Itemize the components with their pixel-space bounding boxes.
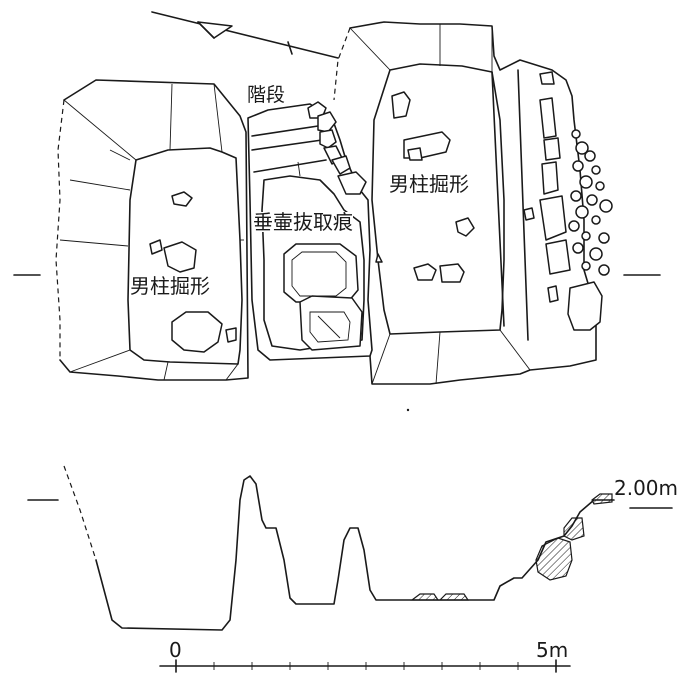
stone <box>579 175 593 189</box>
stone <box>568 220 580 232</box>
stone <box>163 241 197 273</box>
stone <box>299 295 363 351</box>
stone <box>598 264 610 276</box>
stone <box>575 141 589 155</box>
right-pit-outline <box>333 21 597 385</box>
scale-bar <box>159 659 571 673</box>
stone <box>407 147 423 161</box>
stone <box>586 194 598 206</box>
stone <box>543 137 561 161</box>
stone <box>149 239 163 255</box>
stone <box>439 263 465 283</box>
stone <box>375 253 383 263</box>
stone <box>171 311 223 353</box>
label-pillar-pit-left: 男柱掘形 <box>130 274 210 298</box>
stone <box>584 150 596 162</box>
scale-end-label: 5m <box>536 638 569 662</box>
stone <box>317 111 337 133</box>
north-arrow <box>151 11 339 59</box>
section-stone-hatched <box>591 493 613 505</box>
stone <box>591 215 601 225</box>
stone <box>539 97 557 139</box>
label-removal-trace: 垂壷抜取痕 <box>253 210 353 234</box>
stone <box>581 231 591 241</box>
stone <box>575 205 589 219</box>
stone <box>413 263 437 281</box>
section-stone-hatched <box>438 593 470 601</box>
left-pit-outline <box>55 79 249 381</box>
stone <box>283 243 359 303</box>
stone <box>307 101 327 119</box>
stone <box>391 91 411 119</box>
stone <box>171 191 193 207</box>
stone <box>225 327 237 343</box>
stone <box>581 261 591 271</box>
label-pillar-pit-right: 男柱掘形 <box>389 172 469 196</box>
stone <box>319 129 337 149</box>
stone <box>567 281 603 331</box>
elevation-label: 2.00m <box>614 476 679 500</box>
stone <box>572 160 584 172</box>
section-profile <box>27 465 673 631</box>
stone <box>598 232 610 244</box>
stone <box>547 285 559 303</box>
stone <box>545 239 571 275</box>
stone <box>539 195 567 241</box>
stone <box>541 161 559 195</box>
plan-stones <box>149 71 613 353</box>
stone <box>455 217 475 237</box>
section-stone-hatched <box>535 537 573 581</box>
stone <box>591 165 601 175</box>
stone <box>523 207 535 221</box>
stone <box>595 181 605 191</box>
section-stone-hatched <box>563 517 585 541</box>
label-stairs: 階段 <box>247 84 286 106</box>
scale-start-label: 0 <box>169 638 182 662</box>
stone <box>570 190 582 202</box>
stone <box>572 242 584 254</box>
stone <box>589 247 603 261</box>
stone <box>539 71 555 85</box>
stone <box>331 155 351 175</box>
stone <box>571 129 581 139</box>
survey-point <box>406 408 410 412</box>
section-stone-hatched <box>410 593 440 601</box>
stone <box>599 199 613 213</box>
stone <box>337 171 367 195</box>
